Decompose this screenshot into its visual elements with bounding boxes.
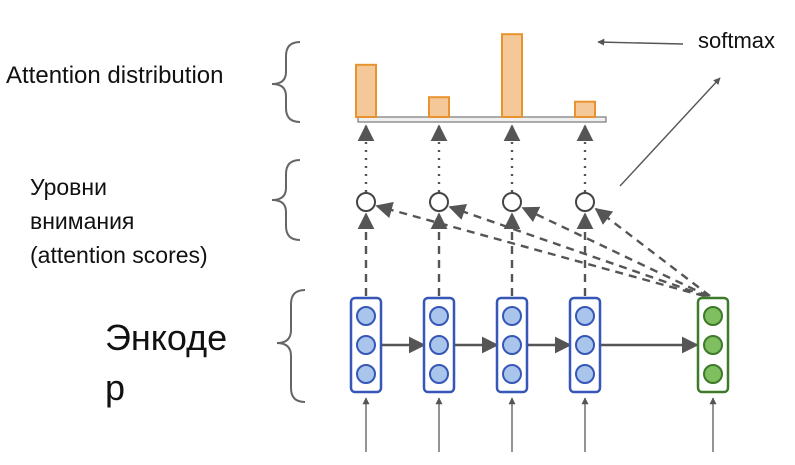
input-arrows [362, 397, 717, 452]
attention-bar [501, 33, 523, 119]
score-node [502, 192, 522, 212]
attention-scores-label: Уровни внимания (attention scores) [30, 174, 208, 268]
score-nodes [356, 192, 595, 212]
brace-attention-scores [271, 159, 301, 241]
softmax-diagonal-arrow [619, 77, 721, 187]
score-node [429, 192, 449, 212]
attention-bar [428, 96, 450, 118]
encoder-cell [349, 296, 383, 394]
score-node [575, 192, 595, 212]
attention-bar [355, 63, 377, 119]
decoder-cell [696, 296, 730, 394]
attention-distribution-label: Attention distribution [6, 62, 224, 89]
score-node [356, 192, 376, 212]
encoder-label: Энкоде р [105, 317, 228, 408]
encoder-cell [495, 296, 529, 394]
encoder-cell [568, 296, 602, 394]
attention-bar [574, 100, 596, 118]
brace-encoder [276, 289, 306, 403]
distribution-baseline [357, 116, 607, 123]
softmax-label: softmax [698, 28, 776, 53]
decoder-to-score-arrows [375, 201, 711, 298]
encoder-cell [422, 296, 456, 394]
score-to-distribution-arrows [357, 124, 594, 192]
attention-bars [355, 33, 596, 119]
brace-attention-distribution [271, 41, 301, 123]
softmax-pointer-arrow [597, 38, 684, 46]
